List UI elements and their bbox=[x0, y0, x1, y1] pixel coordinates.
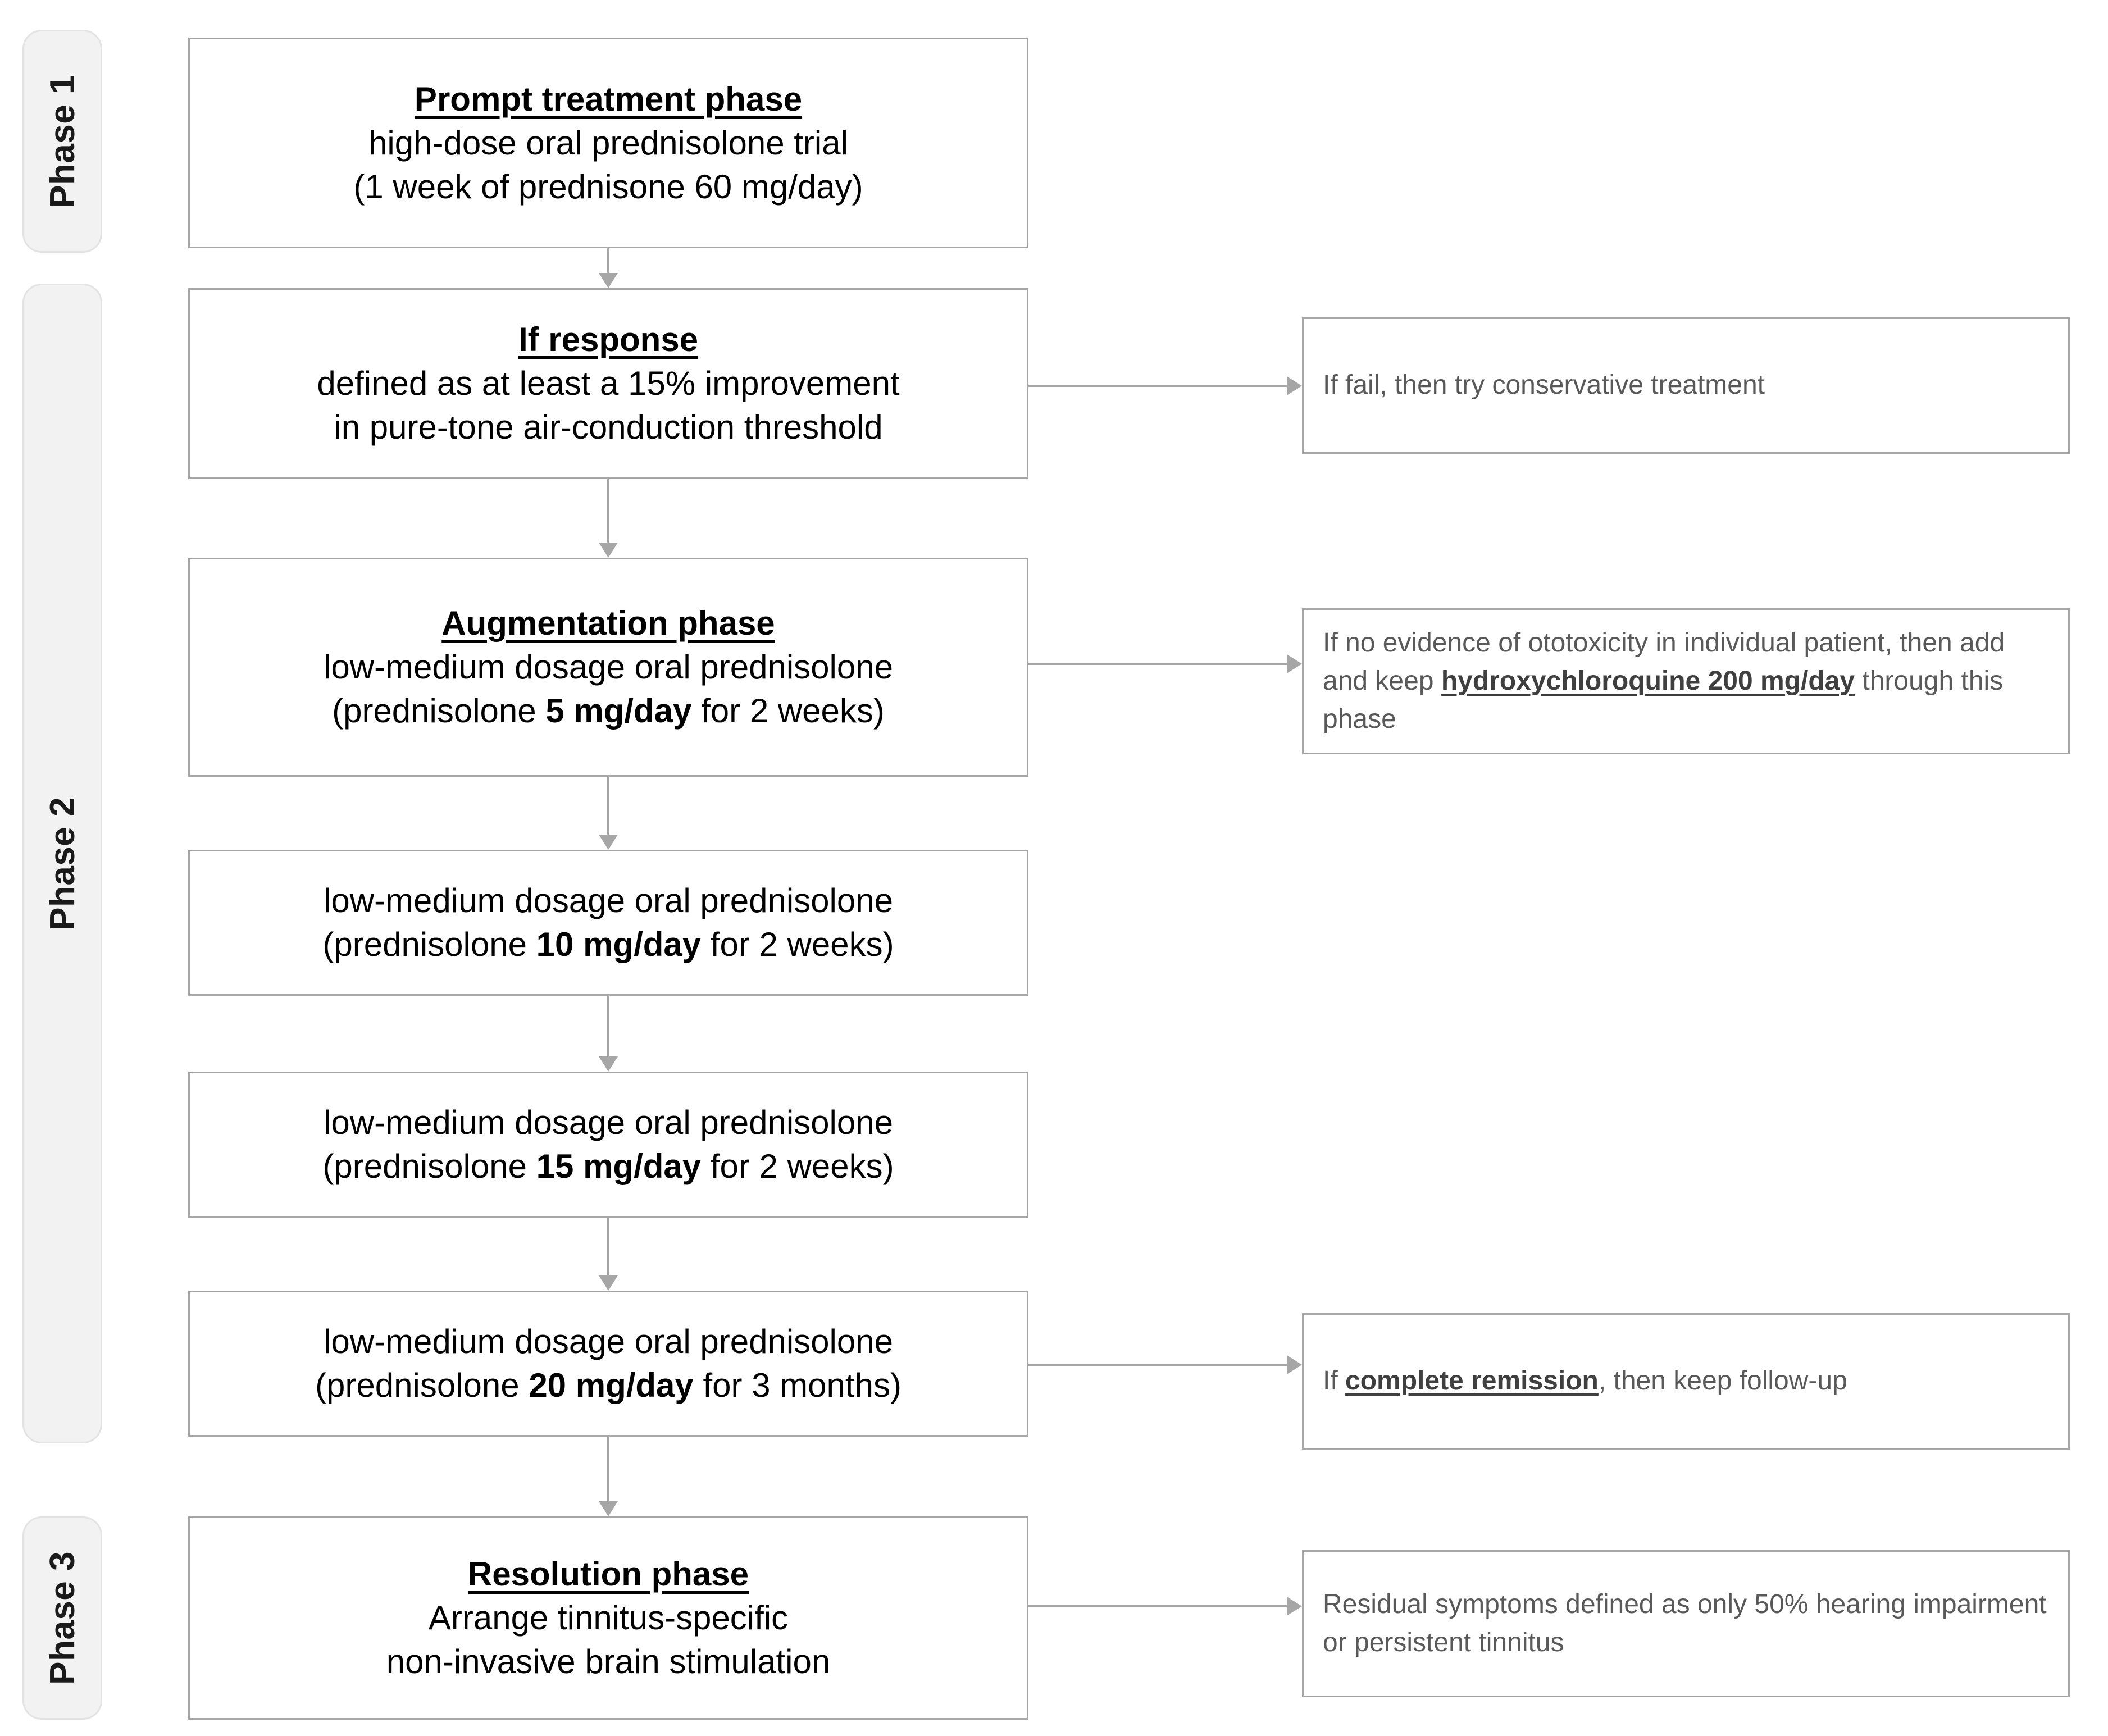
response-line-1: defined as at least a 15% improvement bbox=[317, 364, 900, 402]
connector-dose10-to-dose15 bbox=[607, 996, 609, 1056]
phase-3-label: Phase 3 bbox=[43, 1551, 82, 1685]
arrowhead-response-to-augment bbox=[599, 543, 618, 558]
dose15-value: 15 mg/day bbox=[536, 1147, 702, 1185]
note-residual-symptoms: Residual symptoms defined as only 50% he… bbox=[1302, 1550, 2070, 1697]
arrowhead-augment-to-note-ototox bbox=[1287, 654, 1302, 673]
dose15-line-1: low-medium dosage oral prednisolone bbox=[324, 1104, 893, 1141]
prompt-line-1: high-dose oral prednisolone trial bbox=[368, 124, 848, 162]
phase-indicator-1: Phase 1 bbox=[22, 30, 102, 253]
augment-dose-prefix: (prednisolone bbox=[332, 692, 546, 730]
connector-augment-to-dose10 bbox=[607, 777, 609, 835]
note-complete-remission: If complete remission, then keep follow-… bbox=[1302, 1313, 2070, 1450]
note-ototoxicity: If no evidence of ototoxicity in individ… bbox=[1302, 608, 2070, 754]
note-if-fail: If fail, then try conservative treatment bbox=[1302, 317, 2070, 454]
note-ototoxicity-prefix: If no evidence of ototoxicity in individ… bbox=[1323, 627, 2005, 696]
flow-node-dose-20mg: low-medium dosage oral prednisolone (pre… bbox=[188, 1291, 1028, 1437]
dose20-prefix: (prednisolone bbox=[315, 1366, 529, 1404]
dose20-line-1: low-medium dosage oral prednisolone bbox=[324, 1323, 893, 1360]
note-ototoxicity-drug: hydroxychloroquine 200 mg/day bbox=[1441, 666, 1855, 696]
prompt-line-2: (1 week of prednisone 60 mg/day) bbox=[353, 167, 863, 206]
dose20-suffix: for 3 months) bbox=[693, 1366, 902, 1404]
prompt-heading: Prompt treatment phase bbox=[414, 80, 803, 118]
dose10-value: 10 mg/day bbox=[536, 926, 702, 963]
arrowhead-dose20-to-resolution bbox=[599, 1501, 618, 1516]
arrowhead-dose15-to-dose20 bbox=[599, 1275, 618, 1291]
arrowhead-dose10-to-dose15 bbox=[599, 1056, 618, 1072]
note-residual-text: Residual symptoms defined as only 50% he… bbox=[1323, 1589, 2047, 1657]
dose15-line-2: (prednisolone 15 mg/day for 2 weeks) bbox=[322, 1145, 894, 1188]
connector-dose20-to-resolution bbox=[607, 1437, 609, 1501]
dose10-suffix: for 2 weeks) bbox=[701, 926, 894, 963]
augment-line-1: low-medium dosage oral prednisolone bbox=[324, 648, 893, 686]
dose15-prefix: (prednisolone bbox=[322, 1147, 536, 1185]
connector-augment-to-note-ototox bbox=[1028, 663, 1287, 665]
dose20-line-2: (prednisolone 20 mg/day for 3 months) bbox=[315, 1364, 902, 1407]
augment-dose-value: 5 mg/day bbox=[545, 692, 692, 730]
flow-node-resolution-phase: Resolution phase Arrange tinnitus-specif… bbox=[188, 1516, 1028, 1720]
connector-dose15-to-dose20 bbox=[607, 1218, 609, 1275]
arrowhead-augment-to-dose10 bbox=[599, 835, 618, 850]
arrowhead-response-to-note-fail bbox=[1287, 376, 1302, 395]
connector-resolution-to-note-residual bbox=[1028, 1605, 1287, 1607]
note-remission-prefix: If bbox=[1323, 1366, 1346, 1396]
connector-prompt-to-response bbox=[607, 248, 609, 273]
dose10-line-1: low-medium dosage oral prednisolone bbox=[324, 882, 893, 919]
connector-response-to-note-fail bbox=[1028, 385, 1287, 387]
note-ototoxicity-text: If no evidence of ototoxicity in individ… bbox=[1323, 624, 2049, 739]
dose15-suffix: for 2 weeks) bbox=[701, 1147, 894, 1185]
connector-dose20-to-note-remission bbox=[1028, 1364, 1287, 1366]
resolution-line-2: non-invasive brain stimulation bbox=[386, 1643, 831, 1680]
phase-indicator-3: Phase 3 bbox=[22, 1516, 102, 1720]
flow-node-prompt-treatment-phase: Prompt treatment phase high-dose oral pr… bbox=[188, 38, 1028, 248]
dose10-prefix: (prednisolone bbox=[322, 926, 536, 963]
arrowhead-prompt-to-response bbox=[599, 273, 618, 288]
augment-dose-suffix: for 2 weeks) bbox=[691, 692, 885, 730]
augment-line-2: (prednisolone 5 mg/day for 2 weeks) bbox=[332, 689, 885, 733]
note-remission-suffix: , then keep follow-up bbox=[1598, 1366, 1847, 1396]
arrowhead-dose20-to-note-remission bbox=[1287, 1355, 1302, 1374]
connector-response-to-augment bbox=[607, 479, 609, 543]
resolution-line-1: Arrange tinnitus-specific bbox=[428, 1599, 789, 1637]
phase-1-label: Phase 1 bbox=[43, 74, 82, 208]
note-remission-text: If complete remission, then keep follow-… bbox=[1323, 1362, 1847, 1400]
dose20-value: 20 mg/day bbox=[529, 1366, 694, 1404]
flow-node-dose-10mg: low-medium dosage oral prednisolone (pre… bbox=[188, 850, 1028, 996]
resolution-heading: Resolution phase bbox=[467, 1555, 749, 1593]
note-remission-emphasis: complete remission bbox=[1345, 1366, 1599, 1396]
note-ototoxicity-suffix: through this phase bbox=[1323, 666, 2004, 735]
arrowhead-resolution-to-note-residual bbox=[1287, 1597, 1302, 1616]
flow-node-dose-15mg: low-medium dosage oral prednisolone (pre… bbox=[188, 1072, 1028, 1218]
augment-heading: Augmentation phase bbox=[441, 604, 775, 642]
response-heading: If response bbox=[518, 321, 699, 358]
response-line-2: in pure-tone air-conduction threshold bbox=[334, 408, 883, 446]
note-fail-text: If fail, then try conservative treatment bbox=[1323, 370, 1765, 400]
phase-2-label: Phase 2 bbox=[43, 796, 82, 931]
flow-node-if-response: If response defined as at least a 15% im… bbox=[188, 288, 1028, 479]
dose10-line-2: (prednisolone 10 mg/day for 2 weeks) bbox=[322, 923, 894, 967]
phase-indicator-2: Phase 2 bbox=[22, 284, 102, 1443]
flow-node-augmentation-phase: Augmentation phase low-medium dosage ora… bbox=[188, 558, 1028, 777]
